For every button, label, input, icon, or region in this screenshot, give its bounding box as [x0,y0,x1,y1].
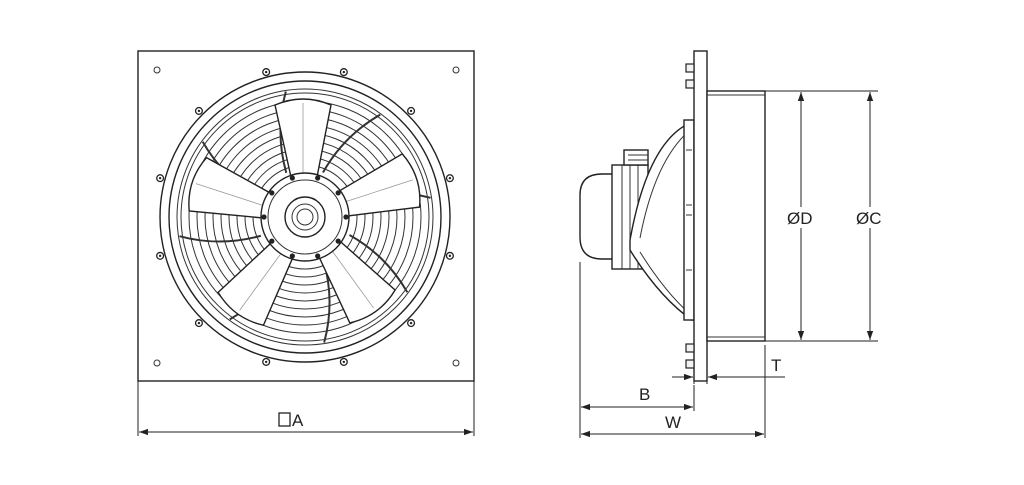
corner-holes [153,66,460,367]
mounting-plate [693,50,708,382]
hub-bolts [261,175,349,259]
fan-blade [317,240,397,324]
motor-support [629,119,695,321]
fan-blade [274,98,332,178]
fan-blade [337,152,421,217]
ring-bolts [156,68,454,366]
label-a: A [292,411,304,430]
dimension-b: B [579,262,695,438]
plate-bolts [685,63,695,369]
fan-blade [217,241,294,327]
label-t: T [771,356,781,375]
hub [260,172,350,262]
fan-blades [188,98,421,327]
dimension-c: ØC [765,90,882,342]
inner-ring [168,80,442,354]
fan-blade [188,156,272,219]
side-view [579,50,766,382]
square-symbol [278,412,291,427]
duct-ring [706,90,766,342]
front-view [137,50,475,382]
label-c: ØC [856,209,882,228]
dimension-d: ØD [765,90,813,342]
label-d: ØD [787,209,813,228]
label-w: W [665,413,681,432]
outer-ring [159,71,451,363]
dimension-w: W [581,345,766,438]
label-b: B [639,385,650,404]
dimension-a: A [137,381,475,436]
